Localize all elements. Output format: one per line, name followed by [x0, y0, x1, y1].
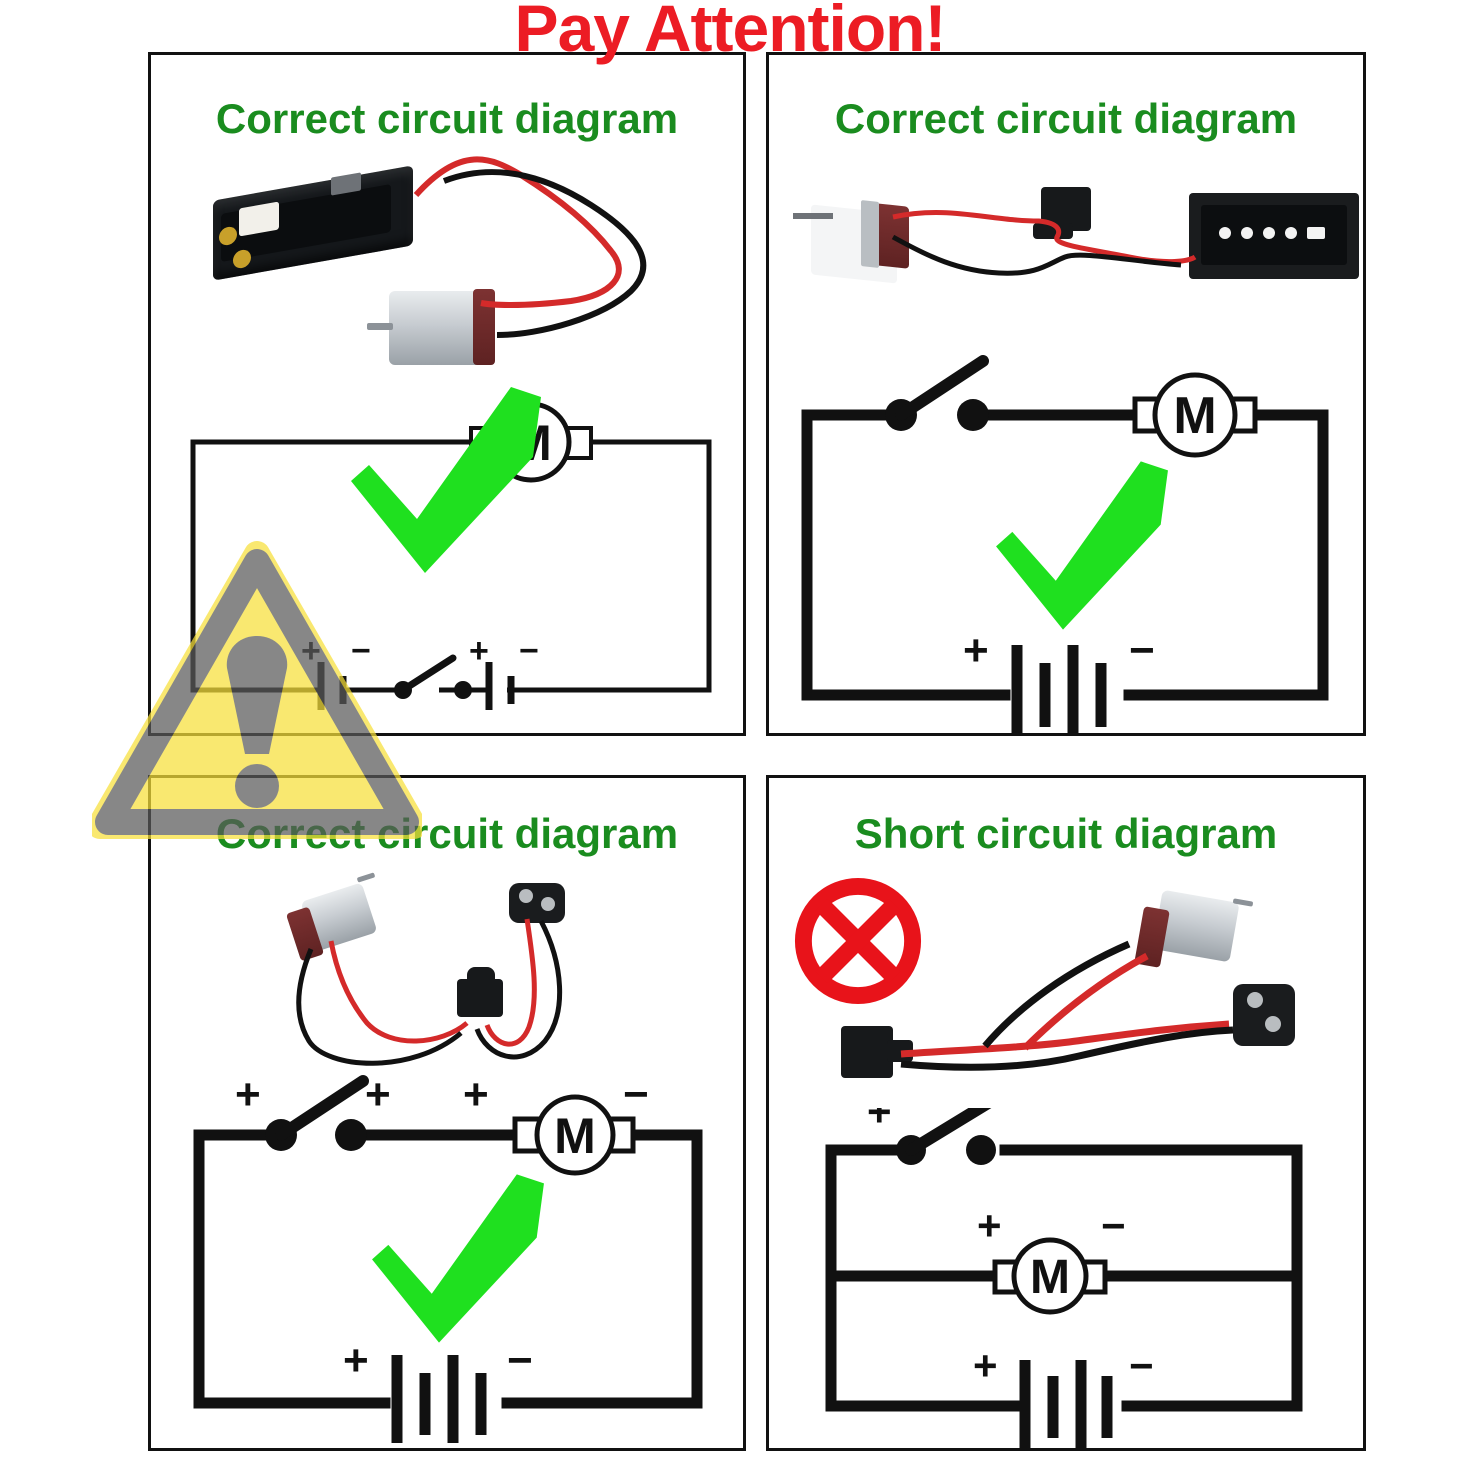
panel-1-photo: [191, 155, 711, 405]
panel-3-photo: [271, 863, 671, 1083]
motor-symbol-4: M: [992, 1237, 1108, 1315]
plus-label-3b: +: [365, 1070, 391, 1119]
plus-label-4b: +: [977, 1202, 1002, 1249]
panel-4-photo: [829, 878, 1349, 1108]
check-mark-icon-1: [351, 387, 541, 573]
minus-label-3b: −: [507, 1336, 533, 1385]
check-mark-icon-2: [996, 461, 1168, 630]
plus-label-4c: +: [973, 1342, 998, 1389]
motor-symbol-2: M: [1132, 372, 1258, 458]
minus-label-1a: −: [351, 632, 371, 670]
page-title: Pay Attention!: [514, 0, 947, 65]
switch-symbol-2: [885, 355, 989, 431]
battery-symbol-2: [1011, 645, 1107, 735]
panel-3-schematic: + + + − M + −: [193, 1070, 703, 1443]
plus-label-2: +: [963, 626, 989, 675]
warning-triangle-icon: [92, 541, 422, 839]
panel-1-title: Correct circuit diagram: [215, 95, 679, 142]
plus-label-3a: +: [235, 1070, 261, 1119]
minus-label-4b: −: [1129, 1342, 1154, 1389]
panel-4-schematic: + M + − + −: [825, 1108, 1303, 1448]
check-mark-icon-3: [372, 1174, 544, 1343]
minus-label-2: −: [1129, 626, 1155, 675]
panel-2-title: Correct circuit diagram: [834, 95, 1298, 142]
switch-symbol-1: [394, 654, 472, 699]
prohibition-icon: [794, 877, 922, 1005]
plus-label-3d: +: [343, 1336, 369, 1385]
minus-label-4a: −: [1101, 1202, 1126, 1249]
panel-2-photo: [789, 165, 1359, 315]
minus-label-3a: −: [623, 1070, 649, 1119]
plus-label-3c: +: [463, 1070, 489, 1119]
battery-cell-1b: [467, 662, 537, 710]
panel-2-schematic: M + −: [801, 355, 1329, 735]
panel-correct-3: Correct circuit diagram: [148, 775, 746, 1451]
black-wire: [442, 169, 647, 338]
panel-short-circuit: Short circuit diagram: [766, 775, 1366, 1451]
switch-symbol-3: [265, 1075, 369, 1151]
motor-label-4: M: [1030, 1251, 1070, 1304]
plus-label-1b: +: [469, 632, 489, 670]
plus-label-4a: +: [867, 1108, 892, 1135]
switch-symbol-4: [896, 1108, 996, 1165]
red-wire: [413, 156, 622, 308]
motor-symbol-3: M: [512, 1094, 636, 1176]
battery-symbol-3: [391, 1355, 487, 1443]
panel-correct-2: Correct circuit diagram: [766, 52, 1366, 736]
motor-label-2: M: [1173, 387, 1216, 445]
motor-label-3: M: [554, 1108, 596, 1164]
panel-4-title: Short circuit diagram: [854, 810, 1278, 857]
battery-symbol-4: [1019, 1360, 1113, 1448]
minus-label-1b: −: [519, 632, 539, 670]
